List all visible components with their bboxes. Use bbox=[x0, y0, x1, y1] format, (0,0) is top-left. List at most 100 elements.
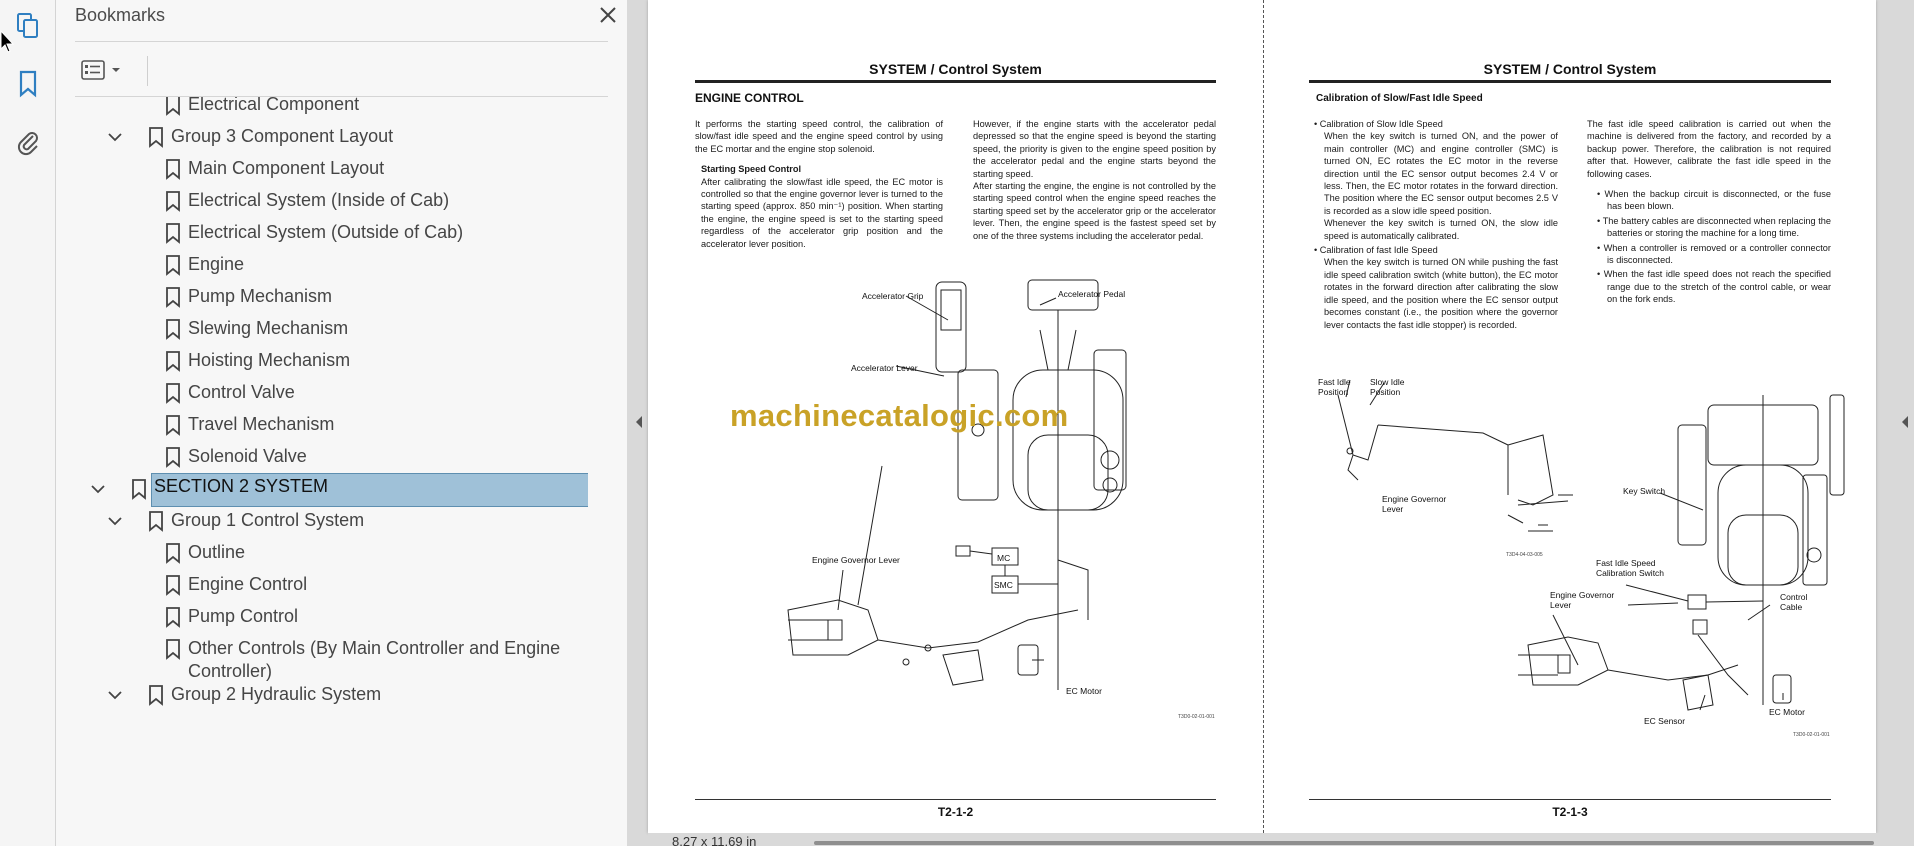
header-divider bbox=[75, 41, 608, 42]
bookmark-icon bbox=[149, 511, 163, 532]
bookmark-item[interactable]: Hoisting Mechanism bbox=[75, 344, 588, 378]
bookmark-label: Travel Mechanism bbox=[188, 414, 335, 434]
bookmark-item[interactable]: Electrical System (Inside of Cab) bbox=[75, 184, 588, 218]
bookmark-item[interactable]: Electrical System (Outside of Cab) bbox=[75, 216, 588, 250]
fast-idle-intro: The fast idle speed calibration is carri… bbox=[1587, 119, 1831, 179]
slow-idle-title: Calibration of Slow Idle Speed bbox=[1319, 119, 1443, 129]
collapse-right-icon[interactable] bbox=[1898, 410, 1912, 434]
chevron-down-icon[interactable] bbox=[106, 512, 124, 530]
bookmark-label: Engine Control bbox=[188, 574, 308, 594]
bookmark-item[interactable]: Slewing Mechanism bbox=[75, 312, 588, 346]
attachments-icon[interactable] bbox=[12, 126, 44, 158]
pages-icon[interactable] bbox=[12, 10, 44, 42]
fast-idle-title: Calibration of fast Idle Speed bbox=[1319, 245, 1438, 256]
bookmark-label: Other Controls (By Main Controller and E… bbox=[188, 638, 561, 681]
right-page-number: T2-1-3 bbox=[1552, 805, 1588, 819]
callout-accelerator-grip: Accelerator Grip bbox=[862, 291, 924, 301]
watermark: machinecatalogic.com bbox=[730, 398, 1069, 433]
bookmark-icon bbox=[149, 127, 163, 148]
callout-ec-motor-right: EC Motor bbox=[1769, 707, 1805, 717]
bookmark-item[interactable]: Travel Mechanism bbox=[75, 408, 588, 442]
close-panel-button[interactable] bbox=[595, 2, 621, 28]
bookmarks-toolbar bbox=[75, 50, 608, 94]
left-page-header: SYSTEM / Control System bbox=[869, 61, 1042, 77]
left-header-rule bbox=[695, 80, 1216, 83]
bookmark-item[interactable]: Group 2 Hydraulic System bbox=[75, 678, 588, 712]
callout-engine-governor-lever-b: Engine Governor Lever bbox=[1550, 590, 1615, 610]
bookmark-icon bbox=[166, 159, 180, 180]
bookmark-label: Electrical System (Outside of Cab) bbox=[188, 222, 464, 242]
callout-fast-idle-calibration-switch: Fast Idle Speed Calibration Switch bbox=[1596, 558, 1665, 578]
bookmark-label: Pump Mechanism bbox=[188, 286, 333, 306]
toolbar-separator bbox=[147, 56, 148, 86]
bookmark-icon bbox=[166, 351, 180, 372]
bookmark-item[interactable]: SECTION 2 SYSTEM bbox=[75, 472, 588, 507]
bookmark-item[interactable]: Pump Mechanism bbox=[75, 280, 588, 314]
collapse-left-icon[interactable] bbox=[632, 410, 646, 434]
chevron-down-icon[interactable] bbox=[106, 128, 124, 146]
bookmark-item[interactable]: Pump Control bbox=[75, 600, 588, 634]
callout-ec-motor: EC Motor bbox=[1066, 686, 1102, 696]
bookmark-label: Solenoid Valve bbox=[188, 446, 307, 466]
callout-control-cable: Control Cable bbox=[1780, 592, 1808, 612]
chevron-down-icon[interactable] bbox=[106, 686, 124, 704]
bookmark-item[interactable]: Outline bbox=[75, 536, 588, 570]
page-size-label: 8.27 x 11.69 in bbox=[672, 834, 757, 846]
chevron-down-icon[interactable] bbox=[89, 480, 107, 498]
idle-calibration-diagram bbox=[1337, 379, 1845, 711]
bookmark-item[interactable]: Group 1 Control System bbox=[75, 504, 588, 538]
bookmark-icon bbox=[166, 383, 180, 404]
bookmark-item[interactable]: Solenoid Valve bbox=[75, 440, 588, 474]
right-page-header: SYSTEM / Control System bbox=[1483, 61, 1657, 77]
intro-paragraph: It performs the starting speed control, … bbox=[695, 119, 943, 154]
bookmark-item[interactable]: Group 3 Component Layout bbox=[75, 120, 588, 154]
engine-control-diagram bbox=[787, 279, 1127, 690]
fast-idle-body: When the key switch is turned ON while p… bbox=[1324, 257, 1558, 330]
bookmark-icon bbox=[166, 639, 180, 660]
left-footer-rule bbox=[695, 799, 1216, 800]
bookmark-options-button[interactable] bbox=[75, 54, 131, 86]
bookmark-item[interactable]: Engine bbox=[75, 248, 588, 282]
right-header-rule bbox=[1309, 80, 1831, 83]
callout-accelerator-lever: Accelerator Lever bbox=[851, 363, 918, 373]
bookmark-icon bbox=[166, 543, 180, 564]
case-item: • When a controller is removed or a cont… bbox=[1597, 242, 1831, 266]
case-text: When the fast idle speed does not reach … bbox=[1603, 269, 1831, 305]
bookmark-icon bbox=[149, 685, 163, 706]
bookmark-label: Main Component Layout bbox=[188, 158, 385, 178]
bookmark-label: Engine bbox=[188, 254, 245, 274]
slow-idle-body-2: Whenever the key switch is turned ON, th… bbox=[1324, 218, 1558, 241]
bookmark-item[interactable]: Electrical Component bbox=[75, 97, 588, 122]
bookmark-icon bbox=[166, 575, 180, 596]
bookmark-item[interactable]: Engine Control bbox=[75, 568, 588, 602]
bookmark-label: Electrical Component bbox=[188, 97, 360, 114]
panel-title: Bookmarks bbox=[75, 5, 166, 25]
bookmark-item[interactable]: Main Component Layout bbox=[75, 152, 588, 186]
bookmark-icon bbox=[166, 415, 180, 436]
callout-engine-governor-lever: Engine Governor Lever bbox=[812, 555, 900, 565]
case-text: The battery cables are disconnected when… bbox=[1602, 215, 1831, 239]
col2-paragraph-1: However, if the engine starts with the a… bbox=[973, 119, 1216, 179]
bookmarks-icon[interactable] bbox=[12, 68, 44, 100]
callout-engine-governor-lever-a: Engine Governor Lever bbox=[1382, 494, 1447, 514]
slow-idle-body: When the key switch is turned ON, and th… bbox=[1324, 131, 1558, 216]
bookmark-options-icon bbox=[81, 60, 105, 80]
case-text: When the backup circuit is disconnected,… bbox=[1604, 189, 1831, 212]
bookmark-icon bbox=[166, 319, 180, 340]
horizontal-scrollbar[interactable] bbox=[814, 841, 1874, 845]
bookmark-icon bbox=[166, 607, 180, 628]
col2-paragraph-2: After starting the engine, the engine is… bbox=[973, 181, 1216, 241]
bookmark-label: Outline bbox=[188, 542, 246, 562]
bookmark-icon bbox=[166, 191, 180, 212]
right-footer-rule bbox=[1309, 799, 1831, 800]
bookmark-item[interactable]: Control Valve bbox=[75, 376, 588, 410]
case-item: • The battery cables are disconnected wh… bbox=[1597, 215, 1831, 239]
right-figure-code-b: T3D0-02-01-001 bbox=[1793, 732, 1830, 738]
bookmark-item[interactable]: Other Controls (By Main Controller and E… bbox=[75, 632, 588, 682]
callout-slow-idle-position: Slow Idle Position bbox=[1370, 377, 1405, 397]
